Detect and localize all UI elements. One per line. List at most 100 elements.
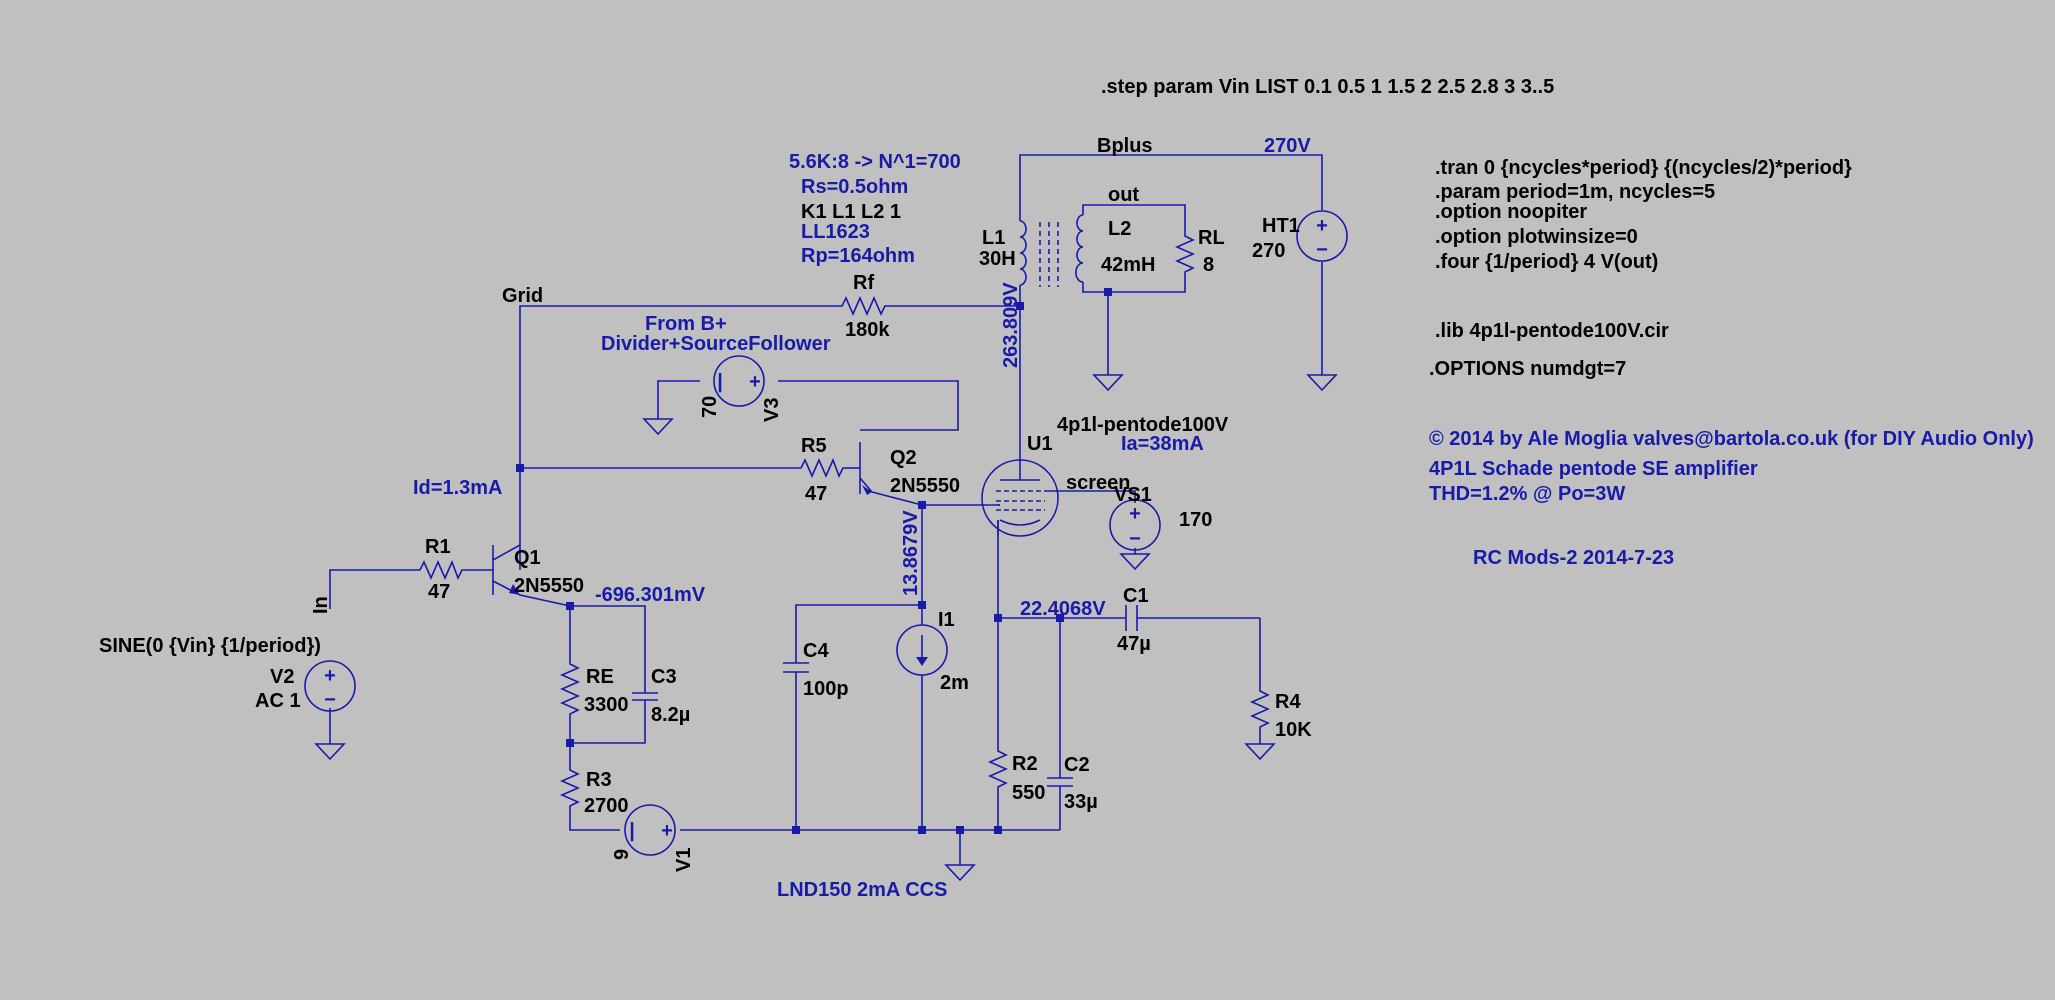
rl-value: 8 (1203, 254, 1214, 276)
voltage-source-vs1: + − (1109, 499, 1161, 551)
re-label: RE (586, 666, 614, 688)
c3-value: 8.2µ (651, 704, 690, 726)
noopiter-option: .option noopiter (1435, 201, 1587, 223)
q2-emitter-arrow (862, 485, 872, 495)
mods-note: RC Mods-2 2014-7-23 (1473, 547, 1674, 569)
r3-label: R3 (586, 769, 612, 791)
v1-value: 9 (611, 849, 633, 860)
c2-label: C2 (1064, 754, 1090, 776)
divider-note: Divider+SourceFollower (601, 333, 831, 355)
r1-value: 47 (428, 581, 450, 603)
q1-label: Q1 (514, 547, 541, 569)
svg-text:|: | (717, 371, 723, 393)
coupling-directive: K1 L1 L2 1 (801, 201, 901, 223)
v1-label: V1 (673, 848, 695, 872)
voltage-source-v2: + − (304, 660, 356, 712)
voltage-source-ht1: + − (1296, 210, 1348, 262)
resistor-rf (835, 296, 890, 316)
transformer-core (1039, 222, 1059, 287)
q2-label: Q2 (890, 447, 917, 469)
net-label-bplus: Bplus (1097, 135, 1153, 157)
vs1-label: VS1 (1114, 484, 1152, 506)
c1-value: 47µ (1117, 633, 1151, 655)
svg-text:+: + (324, 665, 336, 687)
svg-text:−: − (1316, 239, 1328, 261)
inductor-l2 (1075, 214, 1084, 283)
l2-label: L2 (1108, 218, 1131, 240)
voltage-source-v1: | + (624, 804, 676, 856)
inductor-l1 (1019, 220, 1027, 286)
resistor-re (560, 658, 580, 722)
c1-label: C1 (1123, 585, 1149, 607)
r3-value: 2700 (584, 795, 629, 817)
rp-note: Rp=164ohm (801, 245, 915, 267)
plotwinsize-option: .option plotwinsize=0 (1435, 226, 1638, 248)
v2-func: SINE(0 {Vin} {1/period}) (99, 635, 321, 657)
pentode-u1 (981, 459, 1059, 537)
c4-label: C4 (803, 640, 829, 662)
voltage-source-v3: | + (713, 355, 765, 407)
id-note: Id=1.3mA (413, 477, 502, 499)
from-b-note: From B+ (645, 313, 727, 335)
ht1-label: HT1 (1262, 215, 1300, 237)
l1-value: 30H (979, 248, 1016, 270)
amplifier-title: 4P1L Schade pentode SE amplifier (1429, 458, 1758, 480)
q1-emitter-arrow (509, 584, 520, 595)
resistor-r3 (560, 765, 580, 815)
svg-text:+: + (1129, 503, 1141, 525)
ratio-note: 5.6K:8 -> N^1=700 (789, 151, 961, 173)
svg-text:−: − (1129, 528, 1141, 550)
vs1-value: 170 (1179, 509, 1212, 531)
r2-value: 550 (1012, 782, 1045, 804)
v2-label: V2 (270, 666, 294, 688)
net-label-screen: screen (1066, 472, 1131, 494)
copyright-note: © 2014 by Ale Moglia valves@bartola.co.u… (1429, 428, 2034, 450)
resistor-rl (1175, 230, 1195, 282)
capacitor-c3 (632, 692, 658, 701)
r5-value: 47 (805, 483, 827, 505)
l1-label: L1 (982, 227, 1005, 249)
c2-value: 33µ (1064, 791, 1098, 813)
u1-value: 4p1l-pentode100V (1057, 414, 1229, 436)
rs-note: Rs=0.5ohm (801, 176, 908, 198)
rf-value: 180k (845, 319, 890, 341)
svg-text:−: − (324, 689, 336, 711)
svg-text:+: + (661, 820, 673, 842)
ll-note: LL1623 (801, 221, 870, 243)
thd-note: THD=1.2% @ Po=3W (1429, 483, 1625, 505)
ia-note: Ia=38mA (1121, 433, 1204, 455)
r5-label: R5 (801, 435, 827, 457)
lib-directive: .lib 4p1l-pentode100V.cir (1435, 320, 1669, 342)
junction-dots (516, 288, 1112, 834)
current-source-i1 (896, 624, 948, 676)
i1-label: I1 (938, 609, 955, 631)
ground-symbols (314, 374, 1338, 882)
r2-label: R2 (1012, 753, 1038, 775)
q2-emitter-voltage: 13.8679V (900, 510, 922, 596)
r4-label: R4 (1275, 691, 1301, 713)
resistor-r4 (1250, 685, 1270, 735)
net-label-out: out (1108, 184, 1139, 206)
r1-label: R1 (425, 536, 451, 558)
cathode-voltage: 22.4068V (1020, 598, 1106, 620)
wires (329, 154, 1323, 865)
resistor-r2 (988, 745, 1008, 805)
rl-label: RL (1198, 227, 1225, 249)
q2-value: 2N5550 (890, 475, 960, 497)
v2-value: AC 1 (255, 690, 301, 712)
bplus-voltage: 270V (1264, 135, 1311, 157)
net-label-in: In (310, 596, 332, 614)
q1-value: 2N5550 (514, 575, 584, 597)
c3-label: C3 (651, 666, 677, 688)
emitter-voltage: -696.301mV (595, 584, 706, 606)
capacitor-c2 (1047, 777, 1073, 787)
i1-value: 2m (940, 672, 969, 694)
ccs-note: LND150 2mA CCS (777, 879, 947, 901)
u1-label: U1 (1027, 433, 1053, 455)
svg-text:+: + (1316, 215, 1328, 237)
resistor-r1 (414, 559, 464, 580)
plate-voltage: 263.809V (1000, 282, 1022, 368)
options-directive: .OPTIONS numdgt=7 (1429, 358, 1626, 380)
svg-text:+: + (749, 371, 761, 393)
